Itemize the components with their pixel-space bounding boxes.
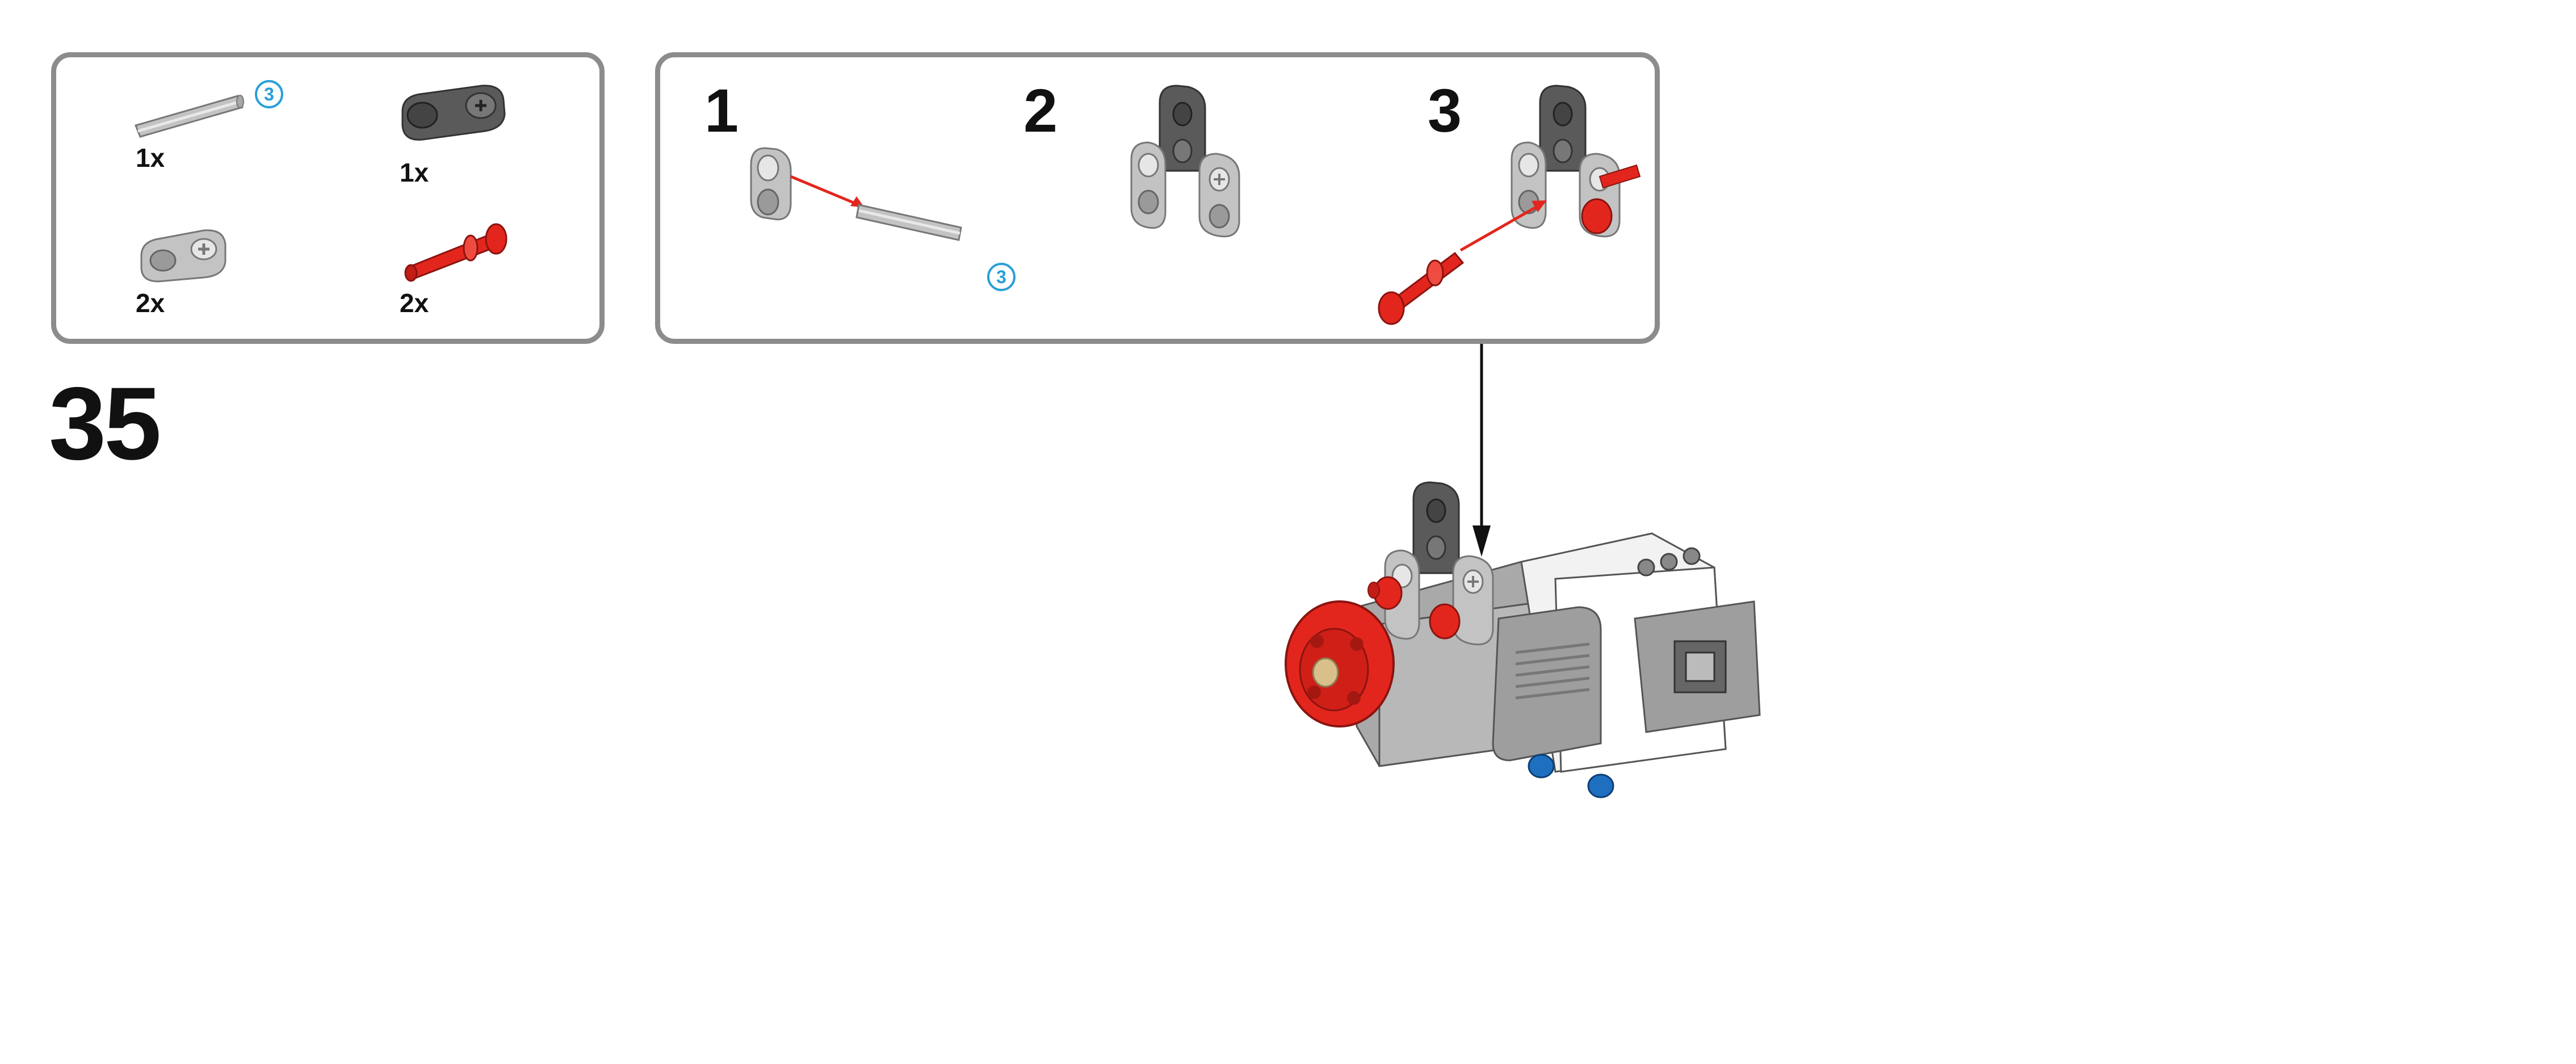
parts-list-panel: 3 1x 1x 2x 2x	[51, 52, 605, 344]
sub-step-3-number: 3	[1428, 76, 1462, 145]
pin-with-axle-part-image	[404, 223, 507, 282]
cross-block-quantity: 2x	[136, 288, 165, 318]
sub-step-2-number: 2	[1023, 76, 1058, 145]
cross-block-part-image	[140, 229, 226, 283]
main-model-illustration	[1285, 481, 1761, 798]
axle-pin-connector-part-image	[401, 85, 506, 141]
sub-assembly-panel: 1 2 3 3	[655, 52, 1660, 344]
sub-step-3-illustration	[1378, 85, 1641, 325]
pin-quantity: 2x	[400, 288, 429, 318]
sub-step-2-illustration	[1130, 85, 1240, 238]
sub-assembly-to-model-arrow	[1472, 344, 1491, 557]
step-number: 35	[49, 365, 161, 481]
sub-step-1-number: 1	[704, 76, 739, 145]
axle-quantity: 1x	[136, 143, 165, 173]
axle-length-badge: 3	[255, 80, 283, 108]
sub-step-1-length-badge: 3	[987, 263, 1016, 291]
sub-step-1-illustration	[750, 147, 962, 241]
connector-quantity: 1x	[400, 158, 429, 187]
axle-part-image	[134, 95, 244, 138]
